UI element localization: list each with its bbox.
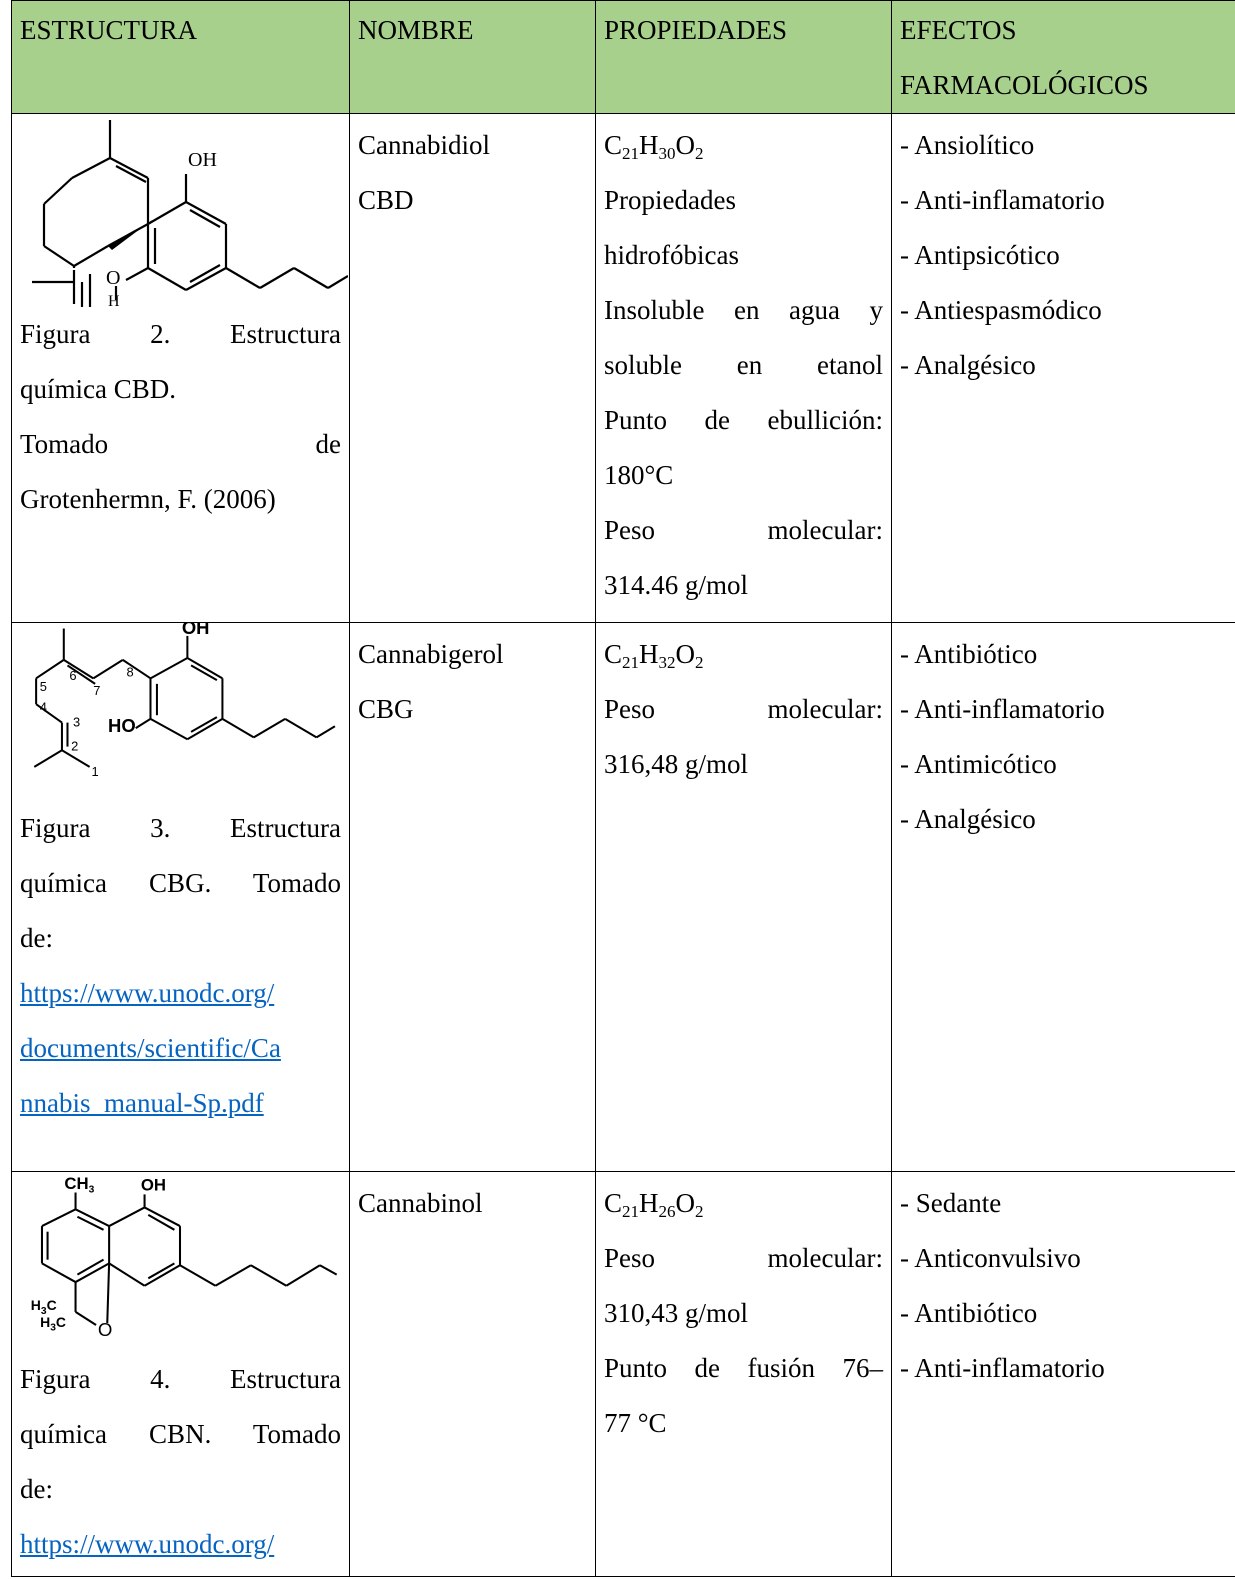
effect-item: - Anti-inflamatorio [900, 694, 1105, 724]
cbg-atom-number: 7 [93, 683, 100, 698]
header-nombre: NOMBRE [349, 0, 596, 114]
effects-cell: - Antibiótico - Anti-inflamatorio - Anti… [891, 622, 1235, 1172]
compound-name: Cannabidiol [358, 130, 490, 160]
header-efectos-line2: FARMACOLÓGICOS [900, 70, 1149, 100]
effects-cell: - Sedante - Anticonvulsivo - Antibiótico… [891, 1171, 1235, 1577]
effect-item: - Analgésico [900, 804, 1036, 834]
compound-name: Cannabinol [358, 1188, 483, 1218]
cbn-o-label: O [98, 1319, 113, 1340]
cbn-h3c-label: H3C [31, 1297, 57, 1317]
name-cell: Cannabinol [349, 1171, 596, 1577]
cbn-oh-label: OH [141, 1176, 166, 1195]
effect-item: - Sedante [900, 1188, 1002, 1218]
name-cell: Cannabigerol CBG [349, 622, 596, 1172]
property-line: 77 °C [604, 1408, 667, 1438]
figure-caption: Grotenhermn, F. (2006) [20, 484, 276, 514]
structure-cell: OH HO 1 2 3 4 5 6 7 8 Figura 3. Estructu… [11, 622, 350, 1172]
header-propiedades: PROPIEDADES [595, 0, 892, 114]
source-link[interactable]: https://www.unodc.org/ [20, 978, 275, 1008]
cbd-structure-image: OH O H [32, 120, 348, 307]
property-line: Peso molecular: [604, 1243, 883, 1273]
figure-caption: Figura 4. Estructura [20, 1364, 341, 1394]
figure-caption: Figura 3. Estructura [20, 813, 341, 843]
property-line: Propiedades [604, 185, 736, 215]
cbg-atom-number: 6 [69, 668, 76, 683]
properties-cell: C21H30O2 Propiedades hidrofóbicas Insolu… [595, 113, 892, 623]
cbd-h-label: H [108, 293, 120, 307]
molecular-formula: C21H30O2 [604, 130, 704, 163]
effect-item: - Antibiótico [900, 1298, 1038, 1328]
table-row: OH HO 1 2 3 4 5 6 7 8 Figura 3. Estructu… [11, 622, 1235, 1172]
property-line: Punto de fusión 76– [604, 1353, 883, 1383]
property-line: 314.46 g/mol [604, 570, 749, 600]
header-efectos-line1: EFECTOS [900, 15, 1017, 45]
figure-caption: de: [20, 1474, 53, 1504]
header-row: ESTRUCTURA NOMBRE PROPIEDADES EFECTOS FA… [11, 0, 1235, 114]
source-link[interactable]: documents/scientific/Ca [20, 1033, 281, 1063]
effect-item: - Anti-inflamatorio [900, 185, 1105, 215]
molecular-formula: C21H32O2 [604, 639, 704, 672]
effect-item: - Anti-inflamatorio [900, 1353, 1105, 1383]
properties-cell: C21H26O2 Peso molecular: 310,43 g/mol Pu… [595, 1171, 892, 1577]
cbg-atom-number: 3 [73, 714, 80, 729]
cbg-atom-number: 4 [40, 700, 47, 715]
property-line: 310,43 g/mol [604, 1298, 749, 1328]
property-line: 316,48 g/mol [604, 749, 749, 779]
header-efectos: EFECTOS FARMACOLÓGICOS [891, 0, 1235, 114]
property-line: Insoluble en agua y [604, 295, 883, 325]
source-link[interactable]: https://www.unodc.org/ [20, 1529, 275, 1559]
cbd-o-label: O [106, 267, 120, 289]
compound-abbrev: CBG [358, 694, 414, 724]
name-cell: Cannabidiol CBD [349, 113, 596, 623]
effect-item: - Antibiótico [900, 639, 1038, 669]
structure-cell: OH O H Figura 2. Estructura química CBD.… [11, 113, 350, 623]
effect-item: - Anticonvulsivo [900, 1243, 1081, 1273]
properties-cell: C21H32O2 Peso molecular: 316,48 g/mol [595, 622, 892, 1172]
effect-item: - Ansiolítico [900, 130, 1035, 160]
compound-name: Cannabigerol [358, 639, 504, 669]
molecular-formula: C21H26O2 [604, 1188, 704, 1221]
figure-caption: química CBD. [20, 374, 176, 404]
effect-item: - Analgésico [900, 350, 1036, 380]
cbg-atom-number: 5 [40, 679, 47, 694]
effects-cell: - Ansiolítico - Anti-inflamatorio - Anti… [891, 113, 1235, 623]
property-line: Punto de ebullición: [604, 405, 883, 435]
structure-cell: CH3 OH H3C H3C O Figura 4. Estructura qu… [11, 1171, 350, 1577]
property-line: hidrofóbicas [604, 240, 739, 270]
cbd-oh-label: OH [188, 149, 217, 171]
cbn-ch3-label: CH3 [64, 1174, 94, 1196]
cbg-ho-label: HO [108, 715, 136, 736]
figure-caption: química CBG. Tomado [20, 868, 341, 898]
cbn-h3c-label: H3C [40, 1314, 66, 1334]
property-line: Peso molecular: [604, 694, 883, 724]
source-link[interactable]: nnabis_manual-Sp.pdf [20, 1088, 264, 1118]
cannabinoid-table: ESTRUCTURA NOMBRE PROPIEDADES EFECTOS FA… [11, 0, 1235, 1577]
table-row: CH3 OH H3C H3C O Figura 4. Estructura qu… [11, 1171, 1235, 1577]
cbn-structure-image: CH3 OH H3C H3C O [31, 1174, 338, 1340]
property-line: soluble en etanol [604, 350, 883, 380]
effect-item: - Antimicótico [900, 749, 1057, 779]
cbg-atom-number: 1 [91, 764, 98, 779]
cbg-structure-image: OH HO 1 2 3 4 5 6 7 8 [33, 623, 336, 779]
effect-item: - Antipsicótico [900, 240, 1060, 270]
figure-caption: química CBN. Tomado [20, 1419, 341, 1449]
figure-caption: de: [20, 923, 53, 953]
figure-caption: Figura 2. Estructura [20, 319, 341, 349]
figure-caption: Tomado de [20, 429, 341, 459]
compound-abbrev: CBD [358, 185, 414, 215]
effect-item: - Antiespasmódico [900, 295, 1102, 325]
table-row: OH O H Figura 2. Estructura química CBD.… [11, 113, 1235, 623]
property-line: 180°C [604, 460, 674, 490]
cbg-oh-label: OH [182, 623, 210, 638]
cbg-atom-number: 2 [71, 738, 78, 753]
header-estructura: ESTRUCTURA [11, 0, 350, 114]
cbg-atom-number: 8 [127, 664, 134, 679]
property-line: Peso molecular: [604, 515, 883, 545]
